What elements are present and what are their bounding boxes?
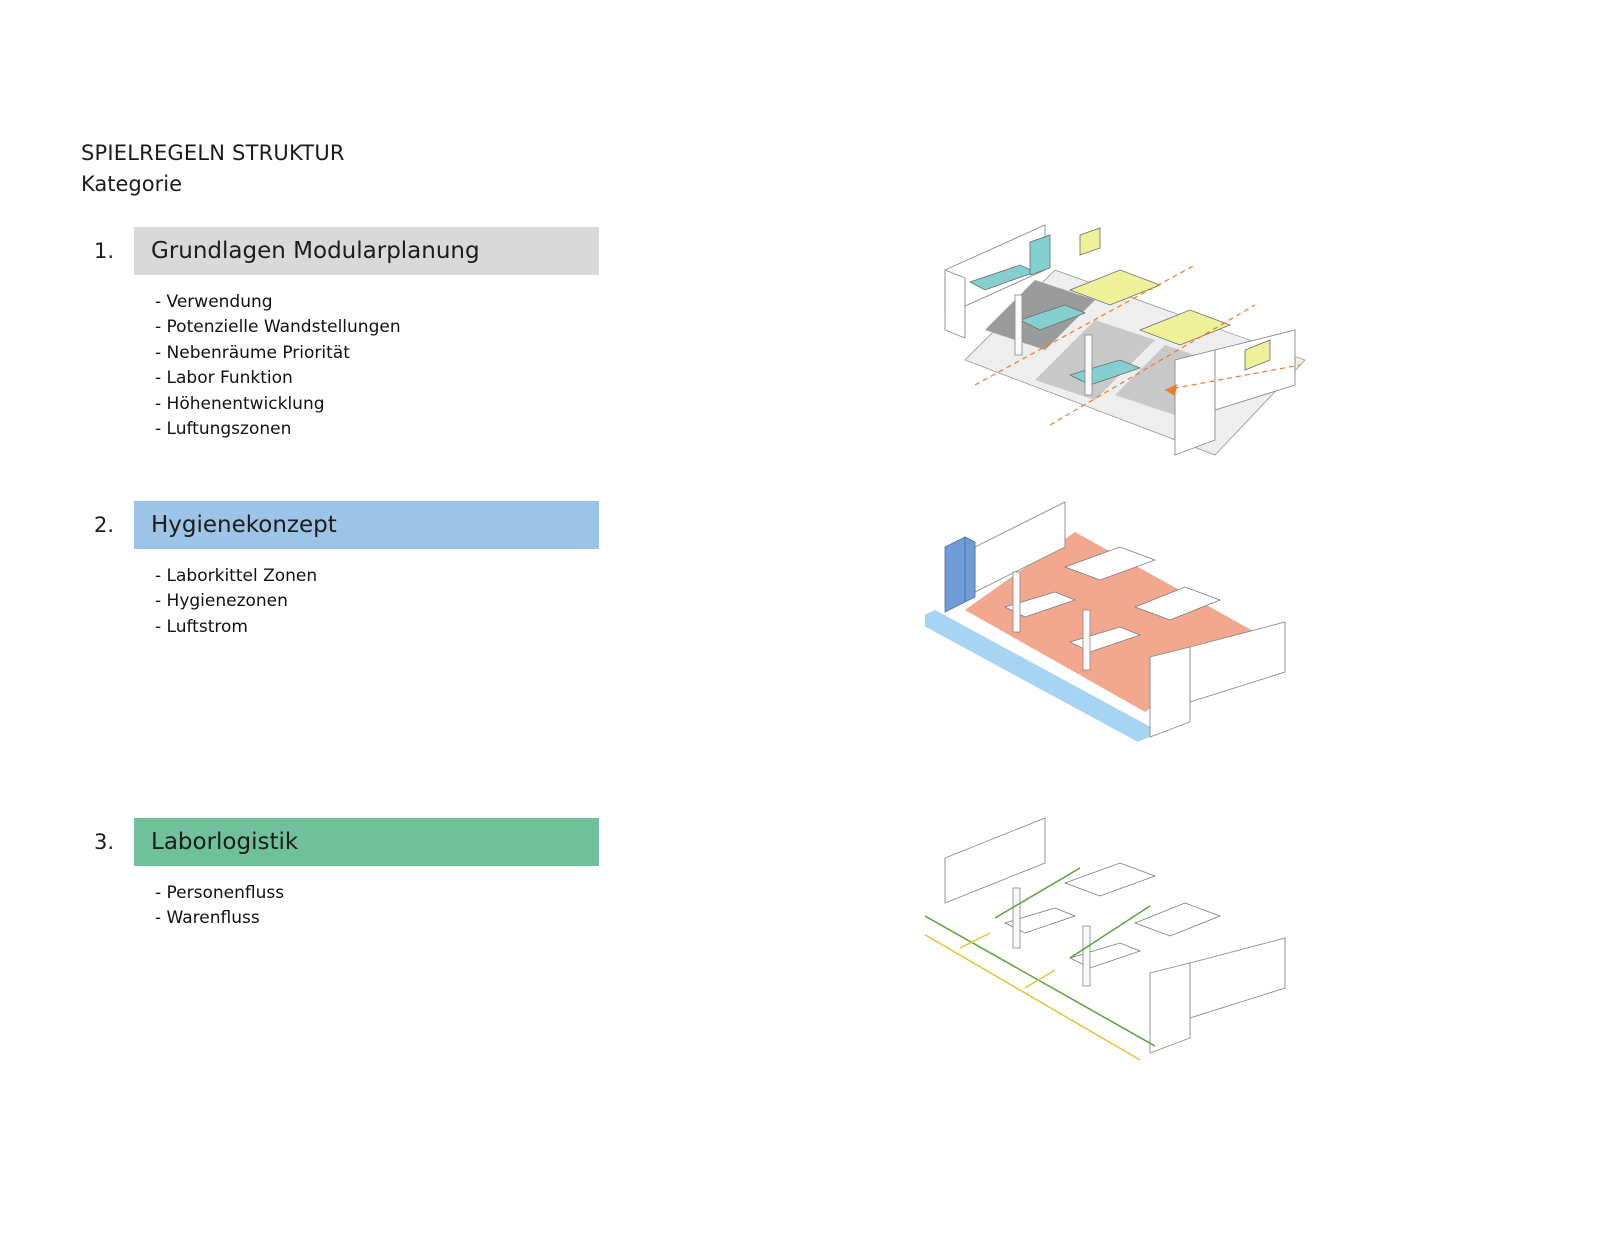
list-item: - Höhenentwicklung bbox=[155, 393, 325, 414]
list-item: - Laborkittel Zonen bbox=[155, 566, 318, 586]
lab-walls bbox=[974, 501, 1286, 738]
category-item-list: - Laborkittel Zonen - Hygienezonen - Luf… bbox=[155, 564, 317, 640]
blue-corridor bbox=[925, 610, 1160, 742]
list-item: - Verwendung bbox=[155, 292, 273, 312]
benches bbox=[1003, 862, 1222, 969]
category-item-list: - Personenfluss - Warenfluss bbox=[155, 881, 284, 932]
list-item: - Warenfluss bbox=[155, 908, 260, 929]
columns bbox=[1014, 294, 1093, 396]
category-title-bar: Laborlogistik bbox=[134, 818, 599, 866]
list-item: - Luftstrom bbox=[155, 616, 248, 637]
arrow-head bbox=[1165, 384, 1177, 396]
desks-yellow bbox=[1068, 227, 1271, 371]
lab-walls bbox=[944, 224, 1296, 456]
page-title: SPIELREGELN STRUKTUR bbox=[81, 141, 345, 165]
category-item-list: - Verwendung - Potenzielle Wandstellunge… bbox=[155, 290, 401, 442]
diagram-hygiene-concept bbox=[925, 492, 1345, 762]
list-item: - Labor Funktion bbox=[155, 368, 293, 389]
blue-cabinets bbox=[944, 536, 976, 613]
goods-flow-lines bbox=[925, 932, 1141, 1061]
page-header: SPIELREGELN STRUKTUR Kategorie bbox=[81, 138, 345, 200]
list-item: - Personenfluss bbox=[155, 883, 285, 903]
diagram-lab-logistics-drawing bbox=[925, 817, 1286, 1061]
list-item: - Hygienezonen bbox=[155, 591, 288, 612]
diagram-lab-logistics bbox=[925, 808, 1345, 1078]
diagram-modular-planning-drawing bbox=[944, 224, 1306, 456]
category-number: 2. bbox=[94, 513, 115, 537]
columns bbox=[1012, 571, 1091, 671]
list-item: - Luftungszonen bbox=[155, 419, 292, 440]
columns bbox=[1012, 887, 1091, 987]
category-title-bar: Grundlagen Modularplanung bbox=[134, 227, 599, 275]
list-item: - Nebenräume Priorität bbox=[155, 342, 350, 363]
list-item: - Potenzielle Wandstellungen bbox=[155, 317, 401, 338]
grey-zone bbox=[1035, 320, 1155, 400]
category-number: 3. bbox=[94, 830, 115, 854]
diagram-modular-planning bbox=[925, 210, 1345, 480]
diagram-hygiene-concept-drawing bbox=[925, 501, 1286, 742]
page-subtitle: Kategorie bbox=[81, 172, 182, 196]
person-flow-lines bbox=[925, 867, 1156, 1047]
lab-walls bbox=[944, 817, 1286, 1054]
ventilation-lines bbox=[974, 264, 1301, 426]
category-number: 1. bbox=[94, 239, 115, 263]
category-title-bar: Hygienekonzept bbox=[134, 501, 599, 549]
